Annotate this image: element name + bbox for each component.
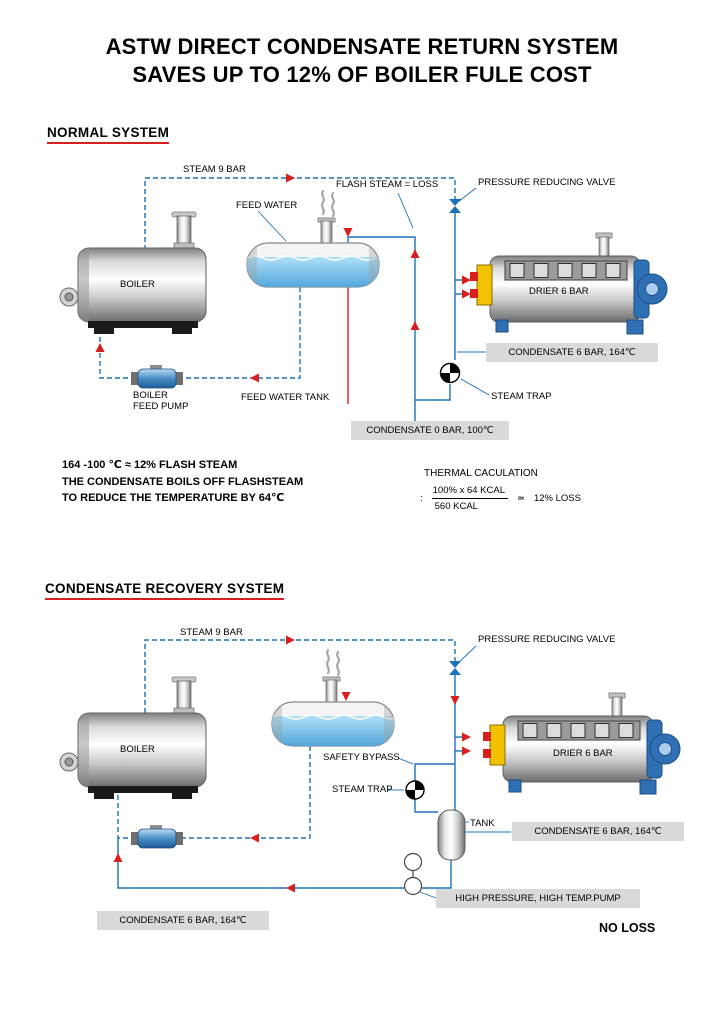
steam-wisp-icon: [331, 191, 335, 218]
normal-feed-water-tank-graphic: [246, 189, 380, 288]
page-title-line2: SAVES UP TO 12% OF BOILER FULE COST: [132, 62, 592, 87]
recovery-label-condensate-6-bar-right: CONDENSATE 6 BAR, 164℃: [512, 822, 684, 841]
recovery-hp-pump-graphic: [403, 852, 423, 896]
normal-system-heading: NORMAL SYSTEM: [47, 125, 170, 144]
normal-drier-burner-icon: [476, 264, 493, 306]
normal-label-flash-steam-loss: FLASH STEAM = LOSS: [336, 179, 439, 190]
recovery-tank-graphic: [437, 809, 466, 861]
thermal-numerator: 100% x 64 KCAL: [431, 485, 508, 499]
recovery-label-pressure-reducing-valve: PRESSURE REDUCING VALVE: [478, 634, 616, 645]
thermal-result: 12% LOSS: [533, 493, 581, 504]
normal-note-2: THE CONDENSATE BOILS OFF FLASHSTEAM: [62, 475, 304, 488]
thermal-calculation-title: THERMAL CACULATION: [424, 468, 538, 479]
recovery-label-tank: TANK: [470, 818, 495, 829]
normal-label-boiler: BOILER: [120, 279, 155, 290]
normal-label-steam-9-bar: STEAM 9 BAR: [183, 164, 246, 175]
normal-label-feed-water-tank: FEED WATER TANK: [241, 392, 330, 403]
recovery-boiler-graphic: [59, 676, 207, 799]
steam-wisp-icon: [336, 650, 340, 677]
normal-steam-trap-icon: [439, 362, 461, 384]
recovery-label-steam-9-bar: STEAM 9 BAR: [180, 627, 243, 638]
recovery-label-safety-bypass: SAFETY BYPASS: [323, 752, 400, 763]
steam-wisp-icon: [326, 648, 330, 675]
recovery-label-high-pressure-pump: HIGH PRESSURE, HIGH TEMP.PUMP: [436, 889, 640, 908]
recovery-drier-burner-icon: [489, 724, 506, 766]
recovery-drier-graphic: [483, 692, 681, 795]
normal-prv-icon: [449, 199, 461, 213]
recovery-feed-pump-graphic: [131, 825, 183, 849]
thermal-colon: :: [420, 493, 423, 504]
recovery-label-boiler: BOILER: [120, 744, 155, 755]
normal-label-steam-trap: STEAM TRAP: [491, 391, 552, 402]
normal-label-feed-water: FEED WATER: [236, 200, 298, 211]
recovery-label-steam-trap: STEAM TRAP: [332, 784, 393, 795]
normal-drier-graphic: [470, 232, 668, 335]
recovery-prv-icon: [449, 661, 461, 675]
page-title: ASTW DIRECT CONDENSATE RETURN SYSTEM SAV…: [0, 33, 724, 89]
recovery-flow-arrows: [113, 635, 471, 893]
normal-note-3: TO REDUCE THE TEMPERATURE BY 64℃: [62, 492, 285, 504]
normal-label-boiler-feed-pump-line1: BOILER: [133, 390, 168, 401]
recovery-label-no-loss: NO LOSS: [599, 921, 656, 935]
normal-label-drier-6-bar: DRIER 6 BAR: [529, 286, 589, 297]
normal-feed-pump-graphic: [131, 365, 183, 389]
page-title-line1: ASTW DIRECT CONDENSATE RETURN SYSTEM: [105, 34, 619, 59]
recovery-feed-water-tank-graphic: [271, 648, 395, 747]
normal-flow-arrows: [95, 173, 471, 383]
thermal-calculation: : 100% x 64 KCAL 560 KCAL ≃ 12% LOSS: [420, 485, 581, 512]
normal-label-pressure-reducing-valve: PRESSURE REDUCING VALVE: [478, 177, 616, 188]
normal-notes: 164 -100 ℃ ≈ 12% FLASH STEAM THE CONDENS…: [62, 457, 303, 507]
normal-note-1: 164 -100 ℃ ≈ 12% FLASH STEAM: [62, 459, 238, 471]
recovery-label-condensate-6-bar-left: CONDENSATE 6 BAR, 164℃: [97, 911, 269, 930]
steam-wisp-icon: [321, 189, 325, 216]
normal-boiler-graphic: [59, 211, 207, 334]
normal-label-condensate-0-bar: CONDENSATE 0 BAR, 100℃: [351, 421, 509, 440]
thermal-approx-sign: ≃: [517, 493, 525, 504]
thermal-denominator: 560 KCAL: [434, 501, 478, 512]
recovery-label-drier-6-bar: DRIER 6 BAR: [553, 748, 613, 759]
normal-label-boiler-feed-pump: BOILER FEED PUMP: [133, 390, 188, 412]
normal-label-condensate-6-bar: CONDENSATE 6 BAR, 164℃: [486, 343, 658, 362]
thermal-fraction: 100% x 64 KCAL 560 KCAL: [431, 485, 508, 512]
recovery-system-heading: CONDENSATE RECOVERY SYSTEM: [45, 581, 285, 600]
recovery-steam-trap-icon: [405, 780, 425, 800]
normal-label-boiler-feed-pump-line2: FEED PUMP: [133, 401, 189, 412]
